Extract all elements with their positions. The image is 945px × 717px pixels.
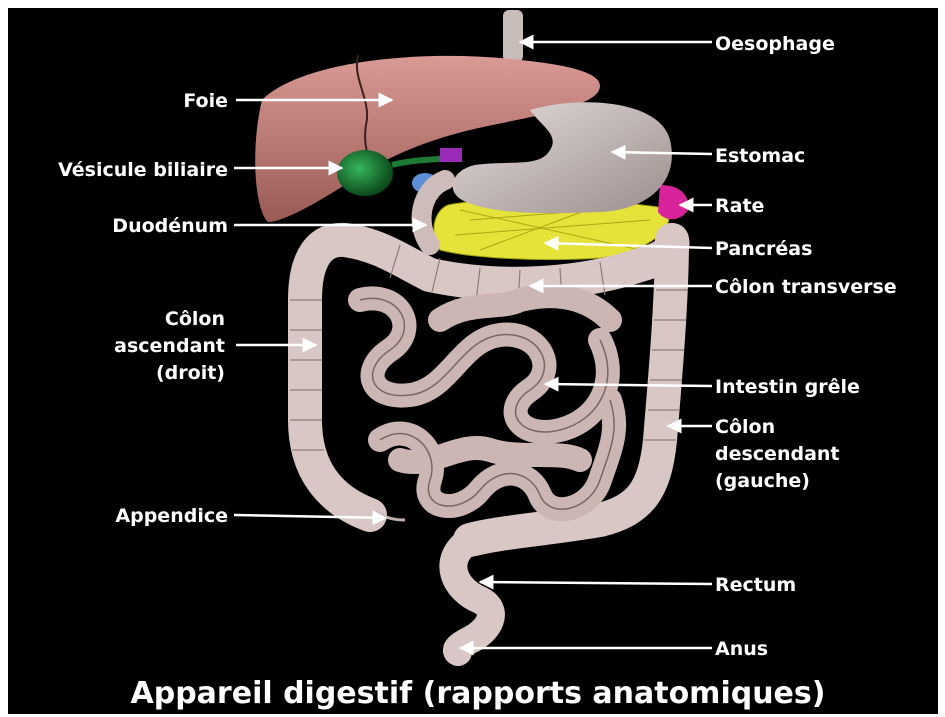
label-colon-transverse: Côlon transverse — [715, 276, 897, 298]
label-duodenum: Duodénum — [112, 215, 228, 237]
label-estomac: Estomac — [715, 145, 805, 167]
label-rectum: Rectum — [715, 574, 796, 596]
label-rate: Rate — [715, 195, 764, 217]
label-colon-descendant-3: (gauche) — [715, 470, 810, 492]
label-colon-ascendant-1: Côlon — [165, 308, 225, 330]
gallbladder-shape — [337, 150, 393, 196]
label-pancreas: Pancréas — [715, 238, 812, 260]
label-intestin-grele: Intestin grêle — [715, 376, 860, 398]
label-anus: Anus — [715, 638, 768, 660]
label-colon-descendant-2: descendant — [715, 443, 840, 465]
vessel-purple — [440, 148, 462, 162]
label-foie: Foie — [183, 90, 228, 112]
diagram-title: Appareil digestif (rapports anatomiques) — [131, 676, 826, 711]
label-colon-ascendant-2: ascendant — [114, 335, 225, 357]
label-vesicule-biliaire: Vésicule biliaire — [58, 159, 228, 181]
oesophagus-shape — [503, 10, 523, 62]
label-oesophage: Oesophage — [715, 33, 835, 55]
label-appendice: Appendice — [115, 505, 228, 527]
label-colon-descendant-1: Côlon — [715, 416, 775, 438]
label-colon-ascendant-3: (droit) — [156, 362, 225, 384]
